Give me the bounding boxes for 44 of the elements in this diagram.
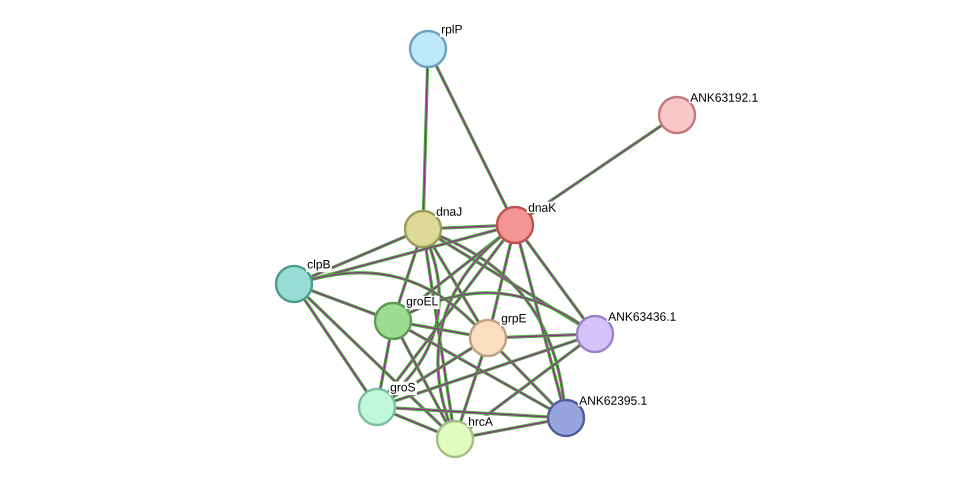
interaction-line (440, 235, 566, 400)
node-label: dnaK (526, 202, 558, 214)
node-label: rplP (440, 23, 464, 38)
node-label: ANK63192.1 (688, 92, 760, 104)
interaction-line (525, 240, 585, 320)
interaction-line (394, 338, 578, 402)
interaction-line (396, 406, 548, 418)
interaction-line (387, 239, 505, 393)
interaction-line (424, 248, 454, 420)
node-label: clpB (306, 258, 332, 272)
interaction-line (311, 289, 376, 316)
interaction-line (518, 243, 563, 400)
interaction-line (469, 344, 581, 429)
interaction-line (412, 322, 470, 336)
node-label: ANK62395.1 (578, 394, 649, 406)
interaction-line (507, 333, 576, 339)
interaction-line (436, 236, 502, 422)
interaction-line (442, 224, 496, 230)
interaction-line (530, 124, 662, 216)
interaction-line (435, 66, 508, 208)
interaction-line (408, 328, 550, 410)
node-label: groEL (404, 296, 440, 310)
node-label: dnaJ (434, 206, 464, 218)
interaction-line (311, 235, 406, 278)
interaction-line (490, 243, 512, 320)
interaction-line (459, 356, 484, 422)
interaction-line (474, 420, 548, 437)
interaction-line (431, 244, 480, 322)
interaction-line (397, 246, 419, 304)
interaction-line (390, 246, 441, 396)
interaction-line (378, 340, 392, 388)
node-label: hrcA (466, 416, 494, 428)
interaction-line (394, 412, 438, 434)
interaction-line (312, 271, 476, 326)
interaction-line (438, 238, 580, 326)
interaction-line (303, 299, 368, 392)
node-label: groS (388, 382, 417, 396)
interaction-line (410, 291, 580, 325)
interaction-line (400, 337, 448, 423)
interaction-line (306, 296, 442, 427)
node-label: grpE (500, 312, 528, 326)
interaction-line (500, 350, 554, 406)
interaction-line (422, 68, 430, 210)
node-label: ANK63436.1 (606, 310, 678, 322)
